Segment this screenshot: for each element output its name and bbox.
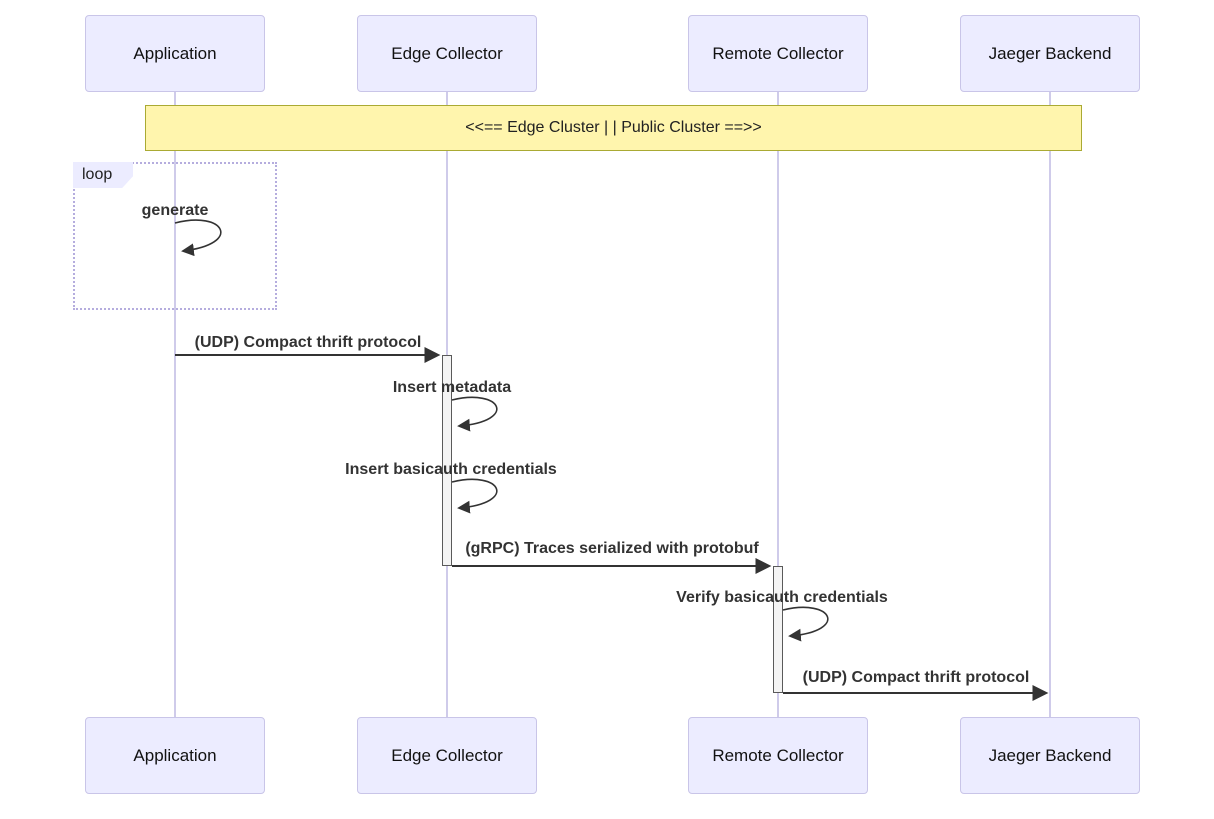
self-arrow-verify-basicauth bbox=[782, 606, 829, 642]
actor-label: Remote Collector bbox=[712, 745, 844, 765]
actor-top-edge-collector: Edge Collector bbox=[357, 15, 537, 92]
message-insert-basicauth: Insert basicauth credentials bbox=[345, 461, 557, 478]
loop-fragment-label: loop bbox=[73, 162, 133, 188]
message-udp-thrift-2: (UDP) Compact thrift protocol bbox=[802, 669, 1030, 686]
lifeline-application bbox=[174, 92, 176, 717]
message-insert-metadata: Insert metadata bbox=[392, 379, 512, 396]
message-grpc-protobuf: (gRPC) Traces serialized with protobuf bbox=[465, 540, 759, 557]
actor-top-remote-collector: Remote Collector bbox=[688, 15, 868, 92]
cluster-note-text: <<== Edge Cluster | | Public Cluster ==>… bbox=[465, 119, 762, 136]
cluster-note: <<== Edge Cluster | | Public Cluster ==>… bbox=[145, 105, 1082, 151]
actor-label: Application bbox=[133, 43, 217, 63]
loop-fragment-box bbox=[73, 162, 277, 310]
lifeline-jaeger-backend bbox=[1049, 92, 1051, 717]
actor-label: Remote Collector bbox=[712, 43, 844, 63]
self-arrow-insert-basicauth bbox=[451, 478, 498, 514]
actor-label: Edge Collector bbox=[391, 43, 503, 63]
actor-label: Jaeger Backend bbox=[988, 745, 1112, 765]
actor-bottom-remote-collector: Remote Collector bbox=[688, 717, 868, 794]
loop-label-text: loop bbox=[82, 166, 113, 183]
actor-label: Edge Collector bbox=[391, 745, 503, 765]
message-udp-thrift-1: (UDP) Compact thrift protocol bbox=[194, 334, 422, 351]
message-generate: generate bbox=[141, 202, 209, 219]
actor-label: Application bbox=[133, 745, 217, 765]
actor-label: Jaeger Backend bbox=[988, 43, 1112, 63]
actor-top-jaeger-backend: Jaeger Backend bbox=[960, 15, 1140, 92]
activation-remote-collector bbox=[773, 566, 783, 693]
actor-top-application: Application bbox=[85, 15, 265, 92]
lifeline-remote-collector bbox=[777, 92, 779, 717]
actor-bottom-application: Application bbox=[85, 717, 265, 794]
message-verify-basicauth: Verify basicauth credentials bbox=[676, 589, 888, 606]
activation-edge-collector bbox=[442, 355, 452, 566]
actor-bottom-edge-collector: Edge Collector bbox=[357, 717, 537, 794]
actor-bottom-jaeger-backend: Jaeger Backend bbox=[960, 717, 1140, 794]
self-arrow-insert-metadata bbox=[451, 396, 498, 432]
